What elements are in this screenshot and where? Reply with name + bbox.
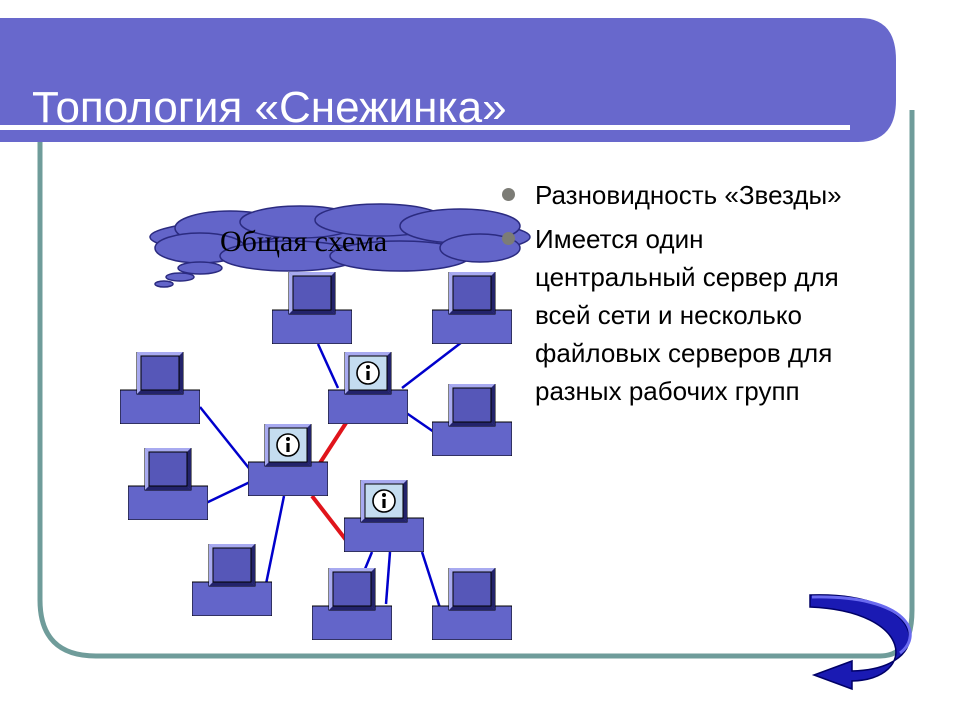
bullet-item: Имеется один центральный сервер для всей… bbox=[500, 220, 870, 410]
bullet-text: Разновидность «Звезды» bbox=[535, 180, 842, 210]
workstation-icon bbox=[128, 448, 208, 520]
link bbox=[420, 551, 442, 609]
workstation-icon bbox=[432, 568, 512, 640]
header-band bbox=[0, 18, 896, 142]
link bbox=[264, 495, 286, 585]
link bbox=[316, 421, 348, 468]
bullet-list: Разновидность «Звезды» Имеется один цент… bbox=[500, 176, 870, 416]
link bbox=[401, 341, 463, 389]
cloud-bubble-large bbox=[177, 261, 223, 275]
client-links bbox=[199, 341, 463, 609]
bullet-dot-icon bbox=[502, 188, 515, 201]
file-server-icon bbox=[344, 480, 424, 552]
link bbox=[310, 494, 348, 542]
title-underline bbox=[0, 125, 850, 130]
bullet-item: Разновидность «Звезды» bbox=[500, 176, 870, 214]
bullet-text: Имеется один центральный сервер для всей… bbox=[535, 224, 839, 406]
workstation-icon bbox=[272, 272, 352, 344]
link bbox=[205, 480, 251, 505]
link bbox=[199, 406, 253, 473]
slide-title: Топология «Снежинка» bbox=[32, 83, 507, 132]
central-server-icon bbox=[248, 424, 328, 496]
cloud-callout bbox=[149, 203, 531, 288]
workstation-icon bbox=[192, 544, 272, 616]
cloud-bubble-medium bbox=[165, 272, 195, 282]
file-server-icon bbox=[328, 352, 408, 424]
bullet-dot-icon bbox=[502, 232, 515, 245]
return-arrow-icon[interactable] bbox=[800, 585, 940, 695]
link bbox=[384, 551, 392, 605]
cloud-bubble-small bbox=[154, 280, 174, 288]
server-links bbox=[310, 421, 348, 542]
workstation-icon bbox=[120, 352, 200, 424]
cloud-label: Общая схема bbox=[220, 225, 388, 258]
link bbox=[316, 343, 340, 389]
workstation-icon bbox=[312, 568, 392, 640]
